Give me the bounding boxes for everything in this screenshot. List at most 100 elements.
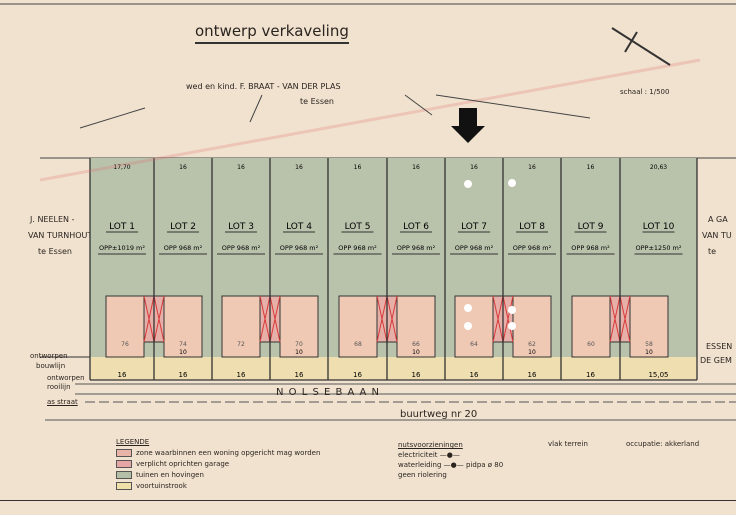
house-zone	[163, 295, 203, 358]
lot-name: LOT 8	[519, 222, 545, 232]
lot-street-width: 16	[295, 371, 304, 379]
legend-item: verplicht oprichten garage	[116, 459, 320, 470]
lot-area: OPP 968 m²	[455, 244, 494, 252]
legend-item: voortuinstrook	[116, 481, 320, 492]
occupation: occupatie: akkerland	[626, 440, 700, 448]
house-width: 10	[645, 349, 653, 356]
lot-area: OPP 968 m²	[222, 244, 261, 252]
lot-front-width: 16	[295, 164, 303, 171]
lot-area: OPP 968 m²	[338, 244, 377, 252]
house-width: 10	[528, 349, 536, 356]
leader-line	[404, 94, 433, 116]
marker-dot	[508, 179, 516, 187]
house-number: 64	[470, 341, 478, 348]
house-width: 10	[179, 349, 187, 356]
marker-dot	[464, 180, 472, 188]
lot-name: LOT 7	[461, 222, 487, 232]
lot-name: LOT 4	[286, 222, 312, 232]
legend-swatch	[116, 482, 132, 490]
house-zone	[105, 295, 145, 358]
lot-name: LOT 5	[345, 222, 371, 232]
lot-area: OPP 968 m²	[280, 244, 319, 252]
house-zone	[279, 295, 319, 358]
house-number: 70	[295, 341, 303, 348]
house-number: 66	[412, 341, 420, 348]
house-width: 10	[412, 349, 420, 356]
lot-name: LOT 9	[578, 222, 604, 232]
lot-street-width: 16	[118, 371, 127, 379]
lot-front-width: 16	[412, 164, 420, 171]
owner-name: wed en kind. F. BRAAT - VAN DER PLAS	[186, 82, 341, 91]
lot-name: LOT 10	[643, 222, 675, 232]
front-yards	[90, 357, 697, 380]
lot-street-width: 16	[179, 371, 188, 379]
house-width: 10	[295, 349, 303, 356]
legend-item: zone waarbinnen een woning opgericht mag…	[116, 448, 320, 459]
leader-line	[435, 94, 591, 119]
leader-line	[249, 94, 263, 123]
lot-name: LOT 2	[170, 222, 196, 232]
lot-street-width: 16	[586, 371, 595, 379]
house-zone	[221, 295, 261, 358]
marker-dot	[464, 322, 472, 330]
legend-label: tuinen en hovingen	[136, 471, 204, 479]
lot-front-width: 20,63	[650, 164, 667, 171]
lot-area: OPP±1019 m²	[99, 244, 145, 252]
lot-front-width: 16	[237, 164, 245, 171]
house-number: 68	[354, 341, 362, 348]
road-name: buurtweg nr 20	[400, 409, 478, 420]
house-zone	[338, 295, 378, 358]
lot-area: OPP 968 m²	[513, 244, 552, 252]
lot-street-width: 16	[353, 371, 362, 379]
house-number: 60	[587, 341, 595, 348]
leader-line	[79, 107, 146, 129]
legend-label: zone waarbinnen een woning opgericht mag…	[136, 449, 321, 457]
house-number: 62	[528, 341, 536, 348]
lot-name: LOT 3	[228, 222, 254, 232]
lot-front-width: 17,70	[113, 164, 130, 171]
legend-swatch	[116, 449, 132, 457]
legend-label: voortuinstrook	[136, 482, 187, 490]
house-number: 58	[645, 341, 653, 348]
lot-area: OPP±1250 m²	[636, 244, 682, 252]
lot-street-width: 16	[470, 371, 479, 379]
owner-place: te Essen	[300, 97, 334, 106]
lot-front-width: 16	[354, 164, 362, 171]
lot-name: LOT 1	[109, 222, 135, 232]
lot-area: OPP 968 m²	[164, 244, 203, 252]
legend: LEGENDE zone waarbinnen een woning opger…	[116, 438, 321, 492]
legend-swatch	[116, 471, 132, 479]
scale-label: schaal : 1/500	[620, 88, 670, 96]
house-zone	[396, 295, 436, 358]
house-number: 74	[179, 341, 187, 348]
utilities: nutsvoorzieningen electriciteit —●— wate…	[398, 441, 504, 479]
lot-front-width: 16	[587, 164, 595, 171]
lot-area: OPP 968 m²	[397, 244, 436, 252]
marker-dot	[508, 322, 516, 330]
plan-title: ontwerp verkaveling	[195, 22, 349, 44]
lot-street-width: 16	[412, 371, 421, 379]
lot-street-width: 16	[528, 371, 537, 379]
red-pencil-mark	[39, 58, 701, 182]
terrain: vlak terrein	[548, 440, 588, 448]
marker-dot	[508, 306, 516, 314]
legend-swatch	[116, 460, 132, 468]
house-number: 76	[121, 341, 129, 348]
lot-front-width: 16	[470, 164, 478, 171]
house-zone	[454, 295, 494, 358]
street-name: N O L S E B A A N	[276, 387, 381, 398]
house-zone	[512, 295, 552, 358]
house-number: 72	[237, 341, 245, 348]
lot-street-width: 15,05	[648, 371, 668, 379]
lot-street-width: 16	[237, 371, 246, 379]
house-zone	[571, 295, 611, 358]
lot-front-width: 16	[179, 164, 187, 171]
arrow-down-icon	[451, 108, 485, 143]
lot-name: LOT 6	[403, 222, 429, 232]
lot-front-width: 16	[528, 164, 536, 171]
